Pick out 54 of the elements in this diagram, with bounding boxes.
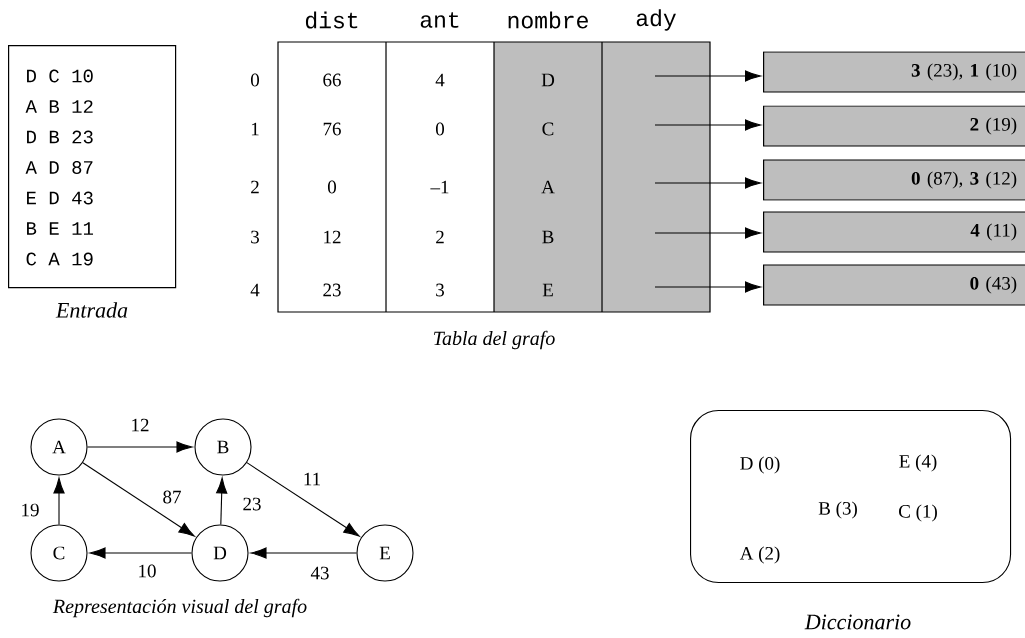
edge-label: 11 [301, 471, 323, 487]
list-box: 4 (11) [763, 211, 1025, 253]
arrow [654, 227, 761, 239]
arrow [654, 119, 761, 131]
table-cell: 2 [436, 230, 444, 244]
table-cell: 12 [324, 230, 341, 244]
table-cell: A [541, 180, 555, 194]
arrow [654, 70, 761, 82]
node-label: Diccionario [804, 614, 911, 630]
row-index: 4 [250, 283, 260, 297]
table-cell: 23 [323, 283, 341, 297]
column-header: ady [636, 9, 676, 31]
arrow [53, 477, 65, 525]
table-cell: 66 [323, 73, 341, 87]
edge-label: 19 [19, 502, 41, 518]
table-cell: 0 [436, 122, 444, 136]
column-header: nombre [508, 11, 588, 29]
edge-label: 43 [309, 565, 331, 581]
arrow [82, 462, 195, 537]
arrow [216, 477, 228, 525]
arrow [654, 281, 761, 293]
column-header: dist [305, 11, 358, 29]
row-index: 2 [251, 180, 259, 194]
arrow [87, 441, 193, 453]
edge-label: 12 [129, 417, 151, 433]
input-box: D C 10 A B 12 D B 23 A D 87 E D 43 B E 11 C A 19 [8, 45, 177, 289]
caption: Tabla del grafo [434, 330, 555, 350]
table-cell: 4 [435, 73, 445, 87]
table-cell: 76 [323, 122, 341, 136]
table-cell: E [542, 283, 553, 297]
table-cell: D [541, 73, 555, 87]
list-box: 0 (43) [763, 264, 1025, 306]
row-index: 1 [251, 122, 259, 136]
list-box: 2 (19) [763, 105, 1025, 147]
row-index: 0 [251, 73, 259, 87]
edge-label: 87 [161, 489, 183, 505]
edge-label: 23 [241, 496, 263, 512]
table-cell: C [542, 122, 554, 136]
table-cell: 0 [328, 180, 336, 194]
table-cell: –1 [430, 180, 449, 194]
arrow [250, 547, 357, 559]
row-index: 3 [251, 230, 259, 244]
arrow [246, 462, 360, 537]
dictionary-box: D (0) E (4) B (3) C (1) A (2) [690, 410, 1012, 584]
table-cell: 3 [436, 283, 444, 297]
edge-label: 10 [136, 563, 158, 579]
arrow [654, 177, 761, 189]
arrow [89, 547, 192, 559]
column-header: ant [420, 12, 459, 28]
list-box: 0 (87), 3 (12) [763, 159, 1025, 201]
node-label: Entrada [55, 302, 128, 318]
caption: Representación visual del grafo [52, 598, 307, 618]
table-cell: B [542, 230, 554, 244]
list-box: 3 (23), 1 (10) [763, 51, 1025, 93]
